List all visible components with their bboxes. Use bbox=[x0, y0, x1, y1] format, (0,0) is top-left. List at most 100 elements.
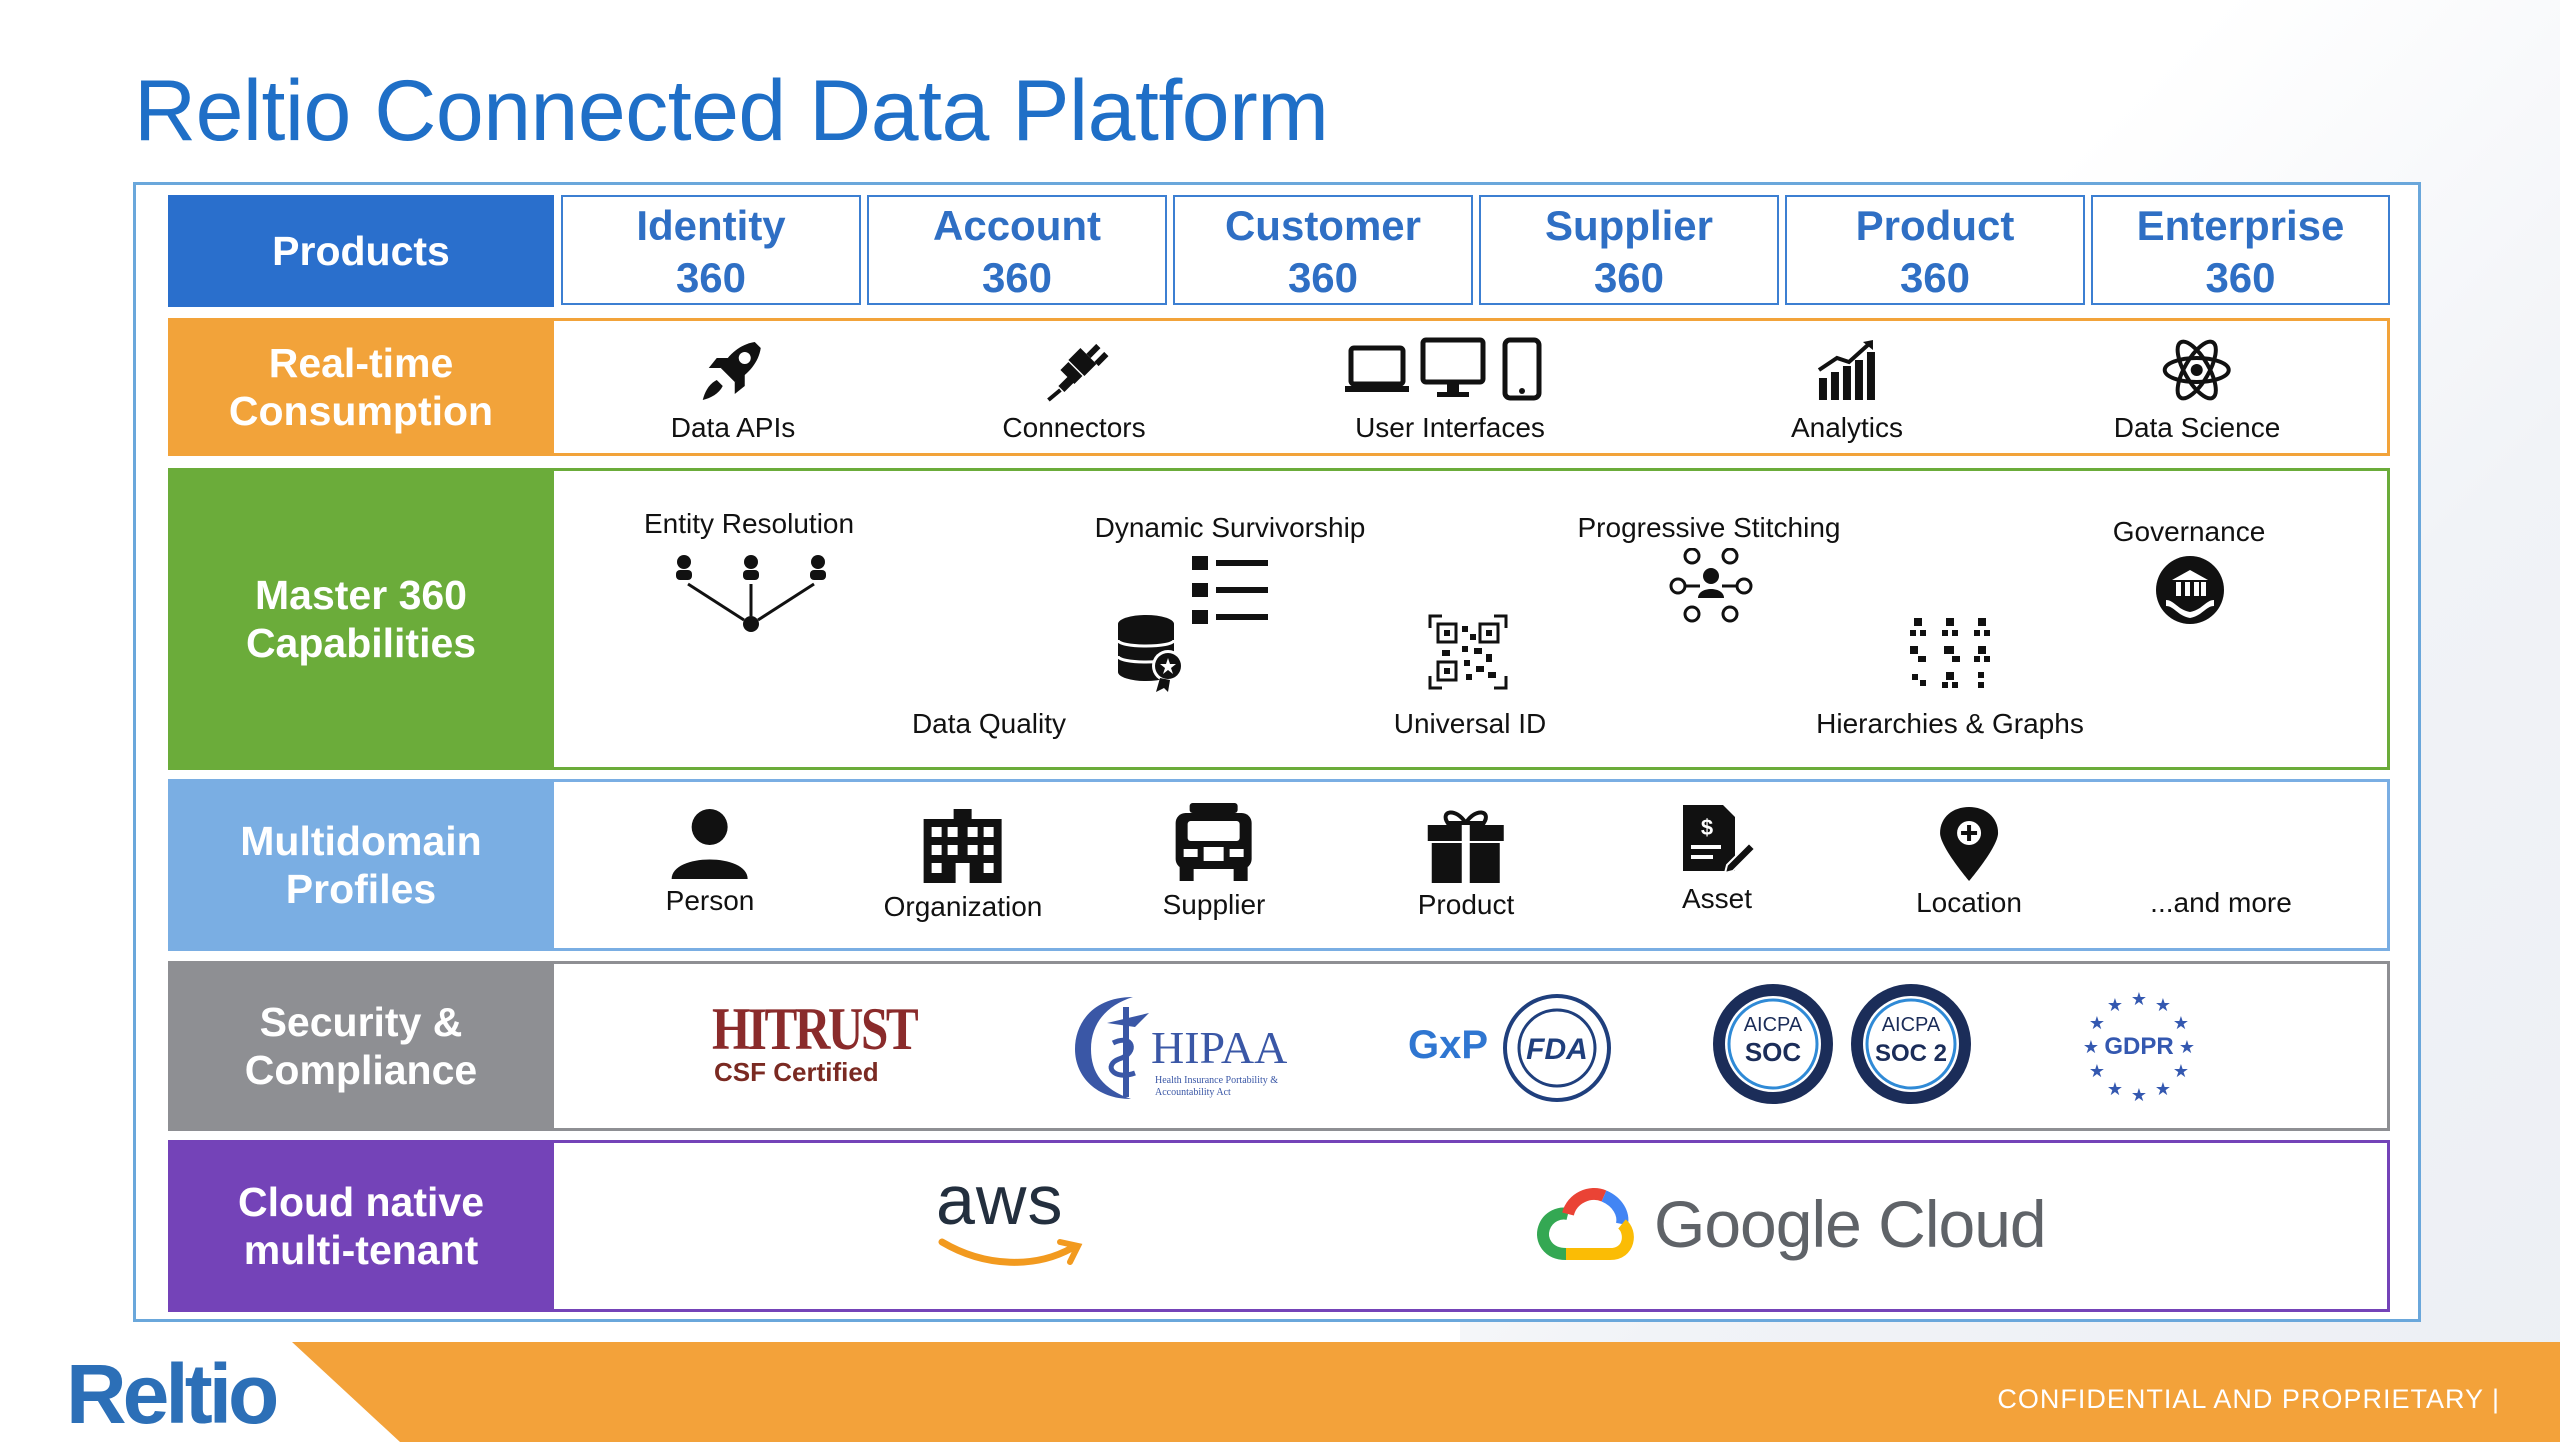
soc1-main-text: SOC bbox=[1745, 1037, 1802, 1067]
soc2-badge: AICPA SOC 2 bbox=[1851, 984, 1971, 1104]
person-icon bbox=[672, 809, 748, 879]
qr-code-icon bbox=[1428, 614, 1508, 690]
svg-text:★: ★ bbox=[2131, 989, 2147, 1010]
gift-icon bbox=[1428, 810, 1504, 883]
hitrust-main-text: HITRUST bbox=[712, 996, 919, 1062]
connectors-label: Connectors bbox=[1002, 412, 1146, 443]
realtime-label: Real-time Consumption bbox=[168, 318, 554, 456]
user-interfaces-label: User Interfaces bbox=[1355, 412, 1545, 443]
page-title: Reltio Connected Data Platform bbox=[134, 63, 1329, 159]
data-science-item: Data Science bbox=[2113, 334, 2281, 444]
data-apis-item: Data APIs bbox=[670, 334, 796, 444]
hipaa-sub-text: Health Insurance Portability & Accountab… bbox=[1155, 1075, 1279, 1098]
product-enterprise-360[interactable]: Enterprise 360 bbox=[2091, 195, 2390, 305]
product-supplier-360[interactable]: Supplier 360 bbox=[1479, 195, 1779, 305]
supplier-label: Supplier bbox=[1162, 889, 1266, 920]
multidomain-label: Multidomain Profiles bbox=[168, 779, 554, 951]
cloud-panel bbox=[554, 1140, 2390, 1312]
security-row: Security & Compliance HITRUST CSF Certif… bbox=[168, 961, 2390, 1131]
svg-text:★: ★ bbox=[2155, 1079, 2171, 1100]
master-row: Master 360 Capabilities Entity Resolutio… bbox=[168, 468, 2390, 770]
supplier-item: Supplier bbox=[1162, 803, 1266, 921]
user-interfaces-item: User Interfaces bbox=[1345, 334, 1555, 444]
google-cloud-icon bbox=[1537, 1188, 1634, 1260]
and-more-item: ...and more bbox=[2150, 887, 2292, 919]
svg-text:★: ★ bbox=[2107, 995, 2123, 1016]
rocket-icon bbox=[702, 342, 761, 400]
atom-icon bbox=[2162, 339, 2231, 401]
soc1-badge: AICPA SOC bbox=[1713, 984, 1833, 1104]
aws-logo: aws bbox=[936, 1162, 1096, 1272]
security-panel bbox=[554, 961, 2390, 1131]
cloud-label: Cloud native multi-tenant bbox=[168, 1140, 554, 1312]
location-item: Location bbox=[1916, 805, 2022, 919]
svg-text:★: ★ bbox=[2173, 1061, 2189, 1082]
product-identity-360[interactable]: Identity 360 bbox=[561, 195, 861, 305]
svg-text:★: ★ bbox=[2179, 1037, 2195, 1058]
cloud-row: Cloud native multi-tenant aws Google Clo… bbox=[168, 1140, 2390, 1312]
svg-text:★: ★ bbox=[2131, 1085, 2147, 1105]
reltio-logo: Reltio bbox=[66, 1347, 279, 1441]
governance-icon bbox=[2156, 556, 2224, 624]
soc1-top-text: AICPA bbox=[1744, 1014, 1803, 1036]
asset-item: $ Asset bbox=[1677, 805, 1757, 915]
document-dollar-icon: $ bbox=[1683, 805, 1757, 875]
gdpr-badge: ★★★ ★★★ ★★★ ★★★ GDPR bbox=[2083, 989, 2195, 1105]
master-panel bbox=[554, 468, 2390, 770]
svg-text:★: ★ bbox=[2155, 995, 2171, 1016]
organization-item: Organization bbox=[884, 809, 1042, 923]
map-pin-icon bbox=[1940, 807, 1998, 881]
product-item: Product bbox=[1418, 807, 1514, 921]
svg-text:★: ★ bbox=[2089, 1013, 2105, 1034]
product-account-360[interactable]: Account 360 bbox=[867, 195, 1167, 305]
hipaa-main-text: HIPAA bbox=[1151, 1022, 1288, 1073]
svg-text:★: ★ bbox=[2083, 1037, 2099, 1058]
soc2-main-text: SOC 2 bbox=[1875, 1040, 1947, 1067]
network-people-icon bbox=[1669, 548, 1753, 623]
aws-smile-icon bbox=[938, 1238, 1083, 1266]
security-label: Security & Compliance bbox=[168, 961, 554, 1131]
fda-text: FDA bbox=[1526, 1033, 1588, 1066]
svg-text:★: ★ bbox=[2107, 1079, 2123, 1100]
devices-icon bbox=[1345, 337, 1542, 401]
master-label: Master 360 Capabilities bbox=[168, 468, 554, 770]
person-item: Person bbox=[665, 807, 755, 917]
data-quality-label: Data Quality bbox=[911, 708, 1067, 739]
realtime-row: Real-time Consumption Data APIs Connecto… bbox=[168, 318, 2390, 456]
analytics-item: Analytics bbox=[1791, 334, 1903, 444]
product-product-360[interactable]: Product 360 bbox=[1785, 195, 2085, 305]
analytics-label: Analytics bbox=[1790, 412, 1904, 443]
and-more-label: ...and more bbox=[2150, 887, 2292, 918]
asset-label: Asset bbox=[1681, 883, 1753, 914]
truck-icon bbox=[1175, 803, 1252, 881]
location-label: Location bbox=[1916, 887, 2022, 918]
svg-text:★: ★ bbox=[2089, 1061, 2105, 1082]
products-row: Products Identity 360 Account 360 Custom… bbox=[168, 195, 2390, 309]
svg-text:★: ★ bbox=[2173, 1013, 2189, 1034]
hitrust-logo: HITRUST CSF Certified bbox=[712, 996, 961, 1088]
hipaa-logo: HIPAA Health Insurance Portability & Acc… bbox=[1073, 993, 1293, 1103]
data-science-label: Data Science bbox=[2113, 412, 2281, 443]
entity-resolution-icon bbox=[676, 555, 826, 632]
plug-icon bbox=[1046, 343, 1109, 402]
soc2-top-text: AICPA bbox=[1882, 1014, 1941, 1036]
governance-label: Governance bbox=[2112, 516, 2266, 547]
gdpr-text: GDPR bbox=[2104, 1033, 2173, 1060]
hierarchies-graphs-label: Hierarchies & Graphs bbox=[1816, 708, 2084, 739]
svg-text:$: $ bbox=[1701, 815, 1713, 840]
aws-text: aws bbox=[936, 1161, 1064, 1239]
multidomain-row: Multidomain Profiles Person Organization bbox=[168, 779, 2390, 951]
product-customer-360[interactable]: Customer 360 bbox=[1173, 195, 1473, 305]
database-badge-icon bbox=[1116, 615, 1184, 692]
hitrust-sub-text: CSF Certified bbox=[714, 1057, 879, 1087]
caduceus-icon bbox=[1075, 997, 1149, 1099]
connectors-item: Connectors bbox=[1002, 334, 1146, 444]
building-icon bbox=[923, 809, 1002, 883]
list-icon bbox=[1192, 556, 1268, 624]
dynamic-survivorship-label: Dynamic Survivorship bbox=[1094, 512, 1366, 543]
data-apis-label: Data APIs bbox=[670, 412, 796, 443]
confidential-text: CONFIDENTIAL AND PROPRIETARY | bbox=[1997, 1384, 2500, 1414]
entity-resolution-label: Entity Resolution bbox=[643, 508, 855, 539]
footer-bar bbox=[292, 1342, 2560, 1442]
person-label: Person bbox=[665, 885, 755, 916]
